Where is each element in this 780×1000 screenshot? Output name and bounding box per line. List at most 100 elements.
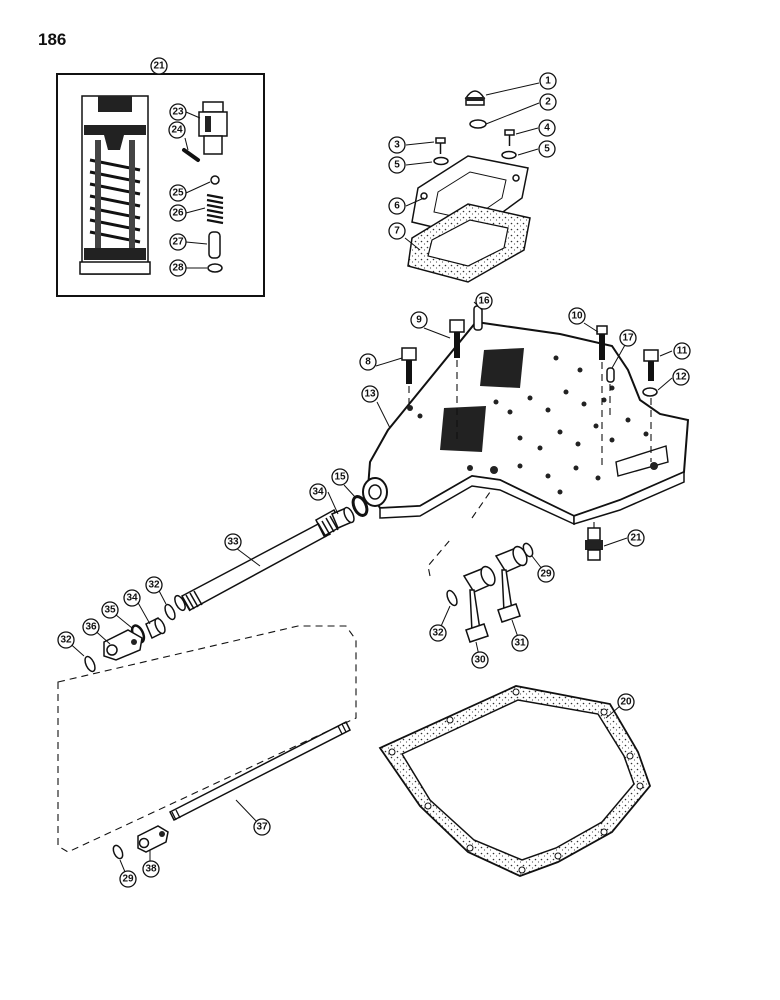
valve-detail-inset	[56, 72, 265, 297]
screw-part-4	[504, 129, 515, 146]
callout-30: 30	[471, 651, 489, 669]
svg-text:15: 15	[334, 472, 346, 483]
callout-3: 3	[388, 136, 406, 154]
svg-text:30: 30	[474, 655, 486, 666]
snapring-part-29-lower	[112, 844, 124, 860]
disc-part-28	[207, 263, 223, 273]
page-number: 186	[38, 30, 67, 49]
callout-8: 8	[359, 353, 377, 371]
callout-1: 1	[539, 72, 557, 90]
svg-text:29: 29	[122, 874, 134, 885]
bolt-part-8	[401, 347, 417, 384]
svg-text:21: 21	[630, 533, 642, 544]
svg-text:16: 16	[478, 296, 490, 307]
callout-5-right: 5	[538, 140, 556, 158]
svg-text:13: 13	[364, 389, 376, 400]
plate-fasteners	[401, 305, 659, 561]
callout-15: 15	[331, 468, 349, 486]
svg-text:34: 34	[312, 487, 324, 498]
callout-36: 36	[82, 618, 100, 636]
callout-32-shaft: 32	[145, 576, 163, 594]
svg-text:7: 7	[394, 226, 400, 237]
link-dash-outline	[427, 491, 491, 577]
callout-13: 13	[361, 385, 379, 403]
cover-plate-part-6	[411, 155, 529, 237]
svg-text:17: 17	[622, 333, 634, 344]
svg-text:32: 32	[60, 635, 72, 646]
plunger-part-27	[208, 231, 221, 259]
callout-34-lower: 34	[123, 589, 141, 607]
ball-part-25	[210, 175, 220, 185]
callout-12: 12	[672, 368, 690, 386]
bushing-part-34-lower	[145, 616, 166, 640]
callout-35: 35	[101, 601, 119, 619]
callout-5-left: 5	[388, 156, 406, 174]
callout-4: 4	[538, 119, 556, 137]
svg-text:10: 10	[571, 311, 583, 322]
callout-10: 10	[568, 307, 586, 325]
svg-text:33: 33	[227, 537, 239, 548]
svg-text:27: 27	[172, 237, 184, 248]
callout-21-inset: 21	[150, 57, 168, 75]
svg-text:5: 5	[394, 160, 400, 171]
callout-21-plate: 21	[627, 529, 645, 547]
pin-part-24	[182, 148, 200, 162]
washer-part-5-right	[501, 150, 517, 160]
link-assembly	[446, 542, 534, 643]
dowel-part-16	[473, 305, 483, 331]
callout-7: 7	[388, 222, 406, 240]
fitting-part-23	[198, 101, 228, 155]
fitting-part-21	[585, 527, 603, 561]
callout-24: 24	[168, 121, 186, 139]
svg-text:32: 32	[432, 628, 444, 639]
svg-text:37: 37	[256, 822, 268, 833]
callout-29-lower: 29	[119, 870, 137, 888]
svg-text:9: 9	[416, 315, 422, 326]
svg-text:28: 28	[172, 263, 184, 274]
svg-text:23: 23	[172, 107, 184, 118]
shaft-assembly	[84, 495, 369, 673]
svg-text:6: 6	[394, 201, 400, 212]
dowel-part-17	[606, 367, 615, 383]
callout-33: 33	[224, 533, 242, 551]
svg-text:2: 2	[545, 97, 551, 108]
svg-text:5: 5	[544, 144, 550, 155]
callout-2: 2	[539, 93, 557, 111]
callout-28: 28	[169, 259, 187, 277]
snapring-part-32-link	[446, 589, 458, 607]
snapring-part-32-left	[84, 655, 96, 673]
callout-25: 25	[169, 184, 187, 202]
bolt-part-9	[449, 319, 465, 358]
svg-text:34: 34	[126, 593, 138, 604]
breather-part-1	[464, 90, 486, 106]
svg-text:32: 32	[148, 580, 160, 591]
callout-26: 26	[169, 204, 187, 222]
screw-part-3	[435, 137, 446, 154]
callout-11: 11	[673, 342, 691, 360]
callout-29-link: 29	[537, 565, 555, 583]
lever-part-36	[103, 629, 143, 661]
svg-text:26: 26	[172, 208, 184, 219]
snapring-part-32-shaft	[164, 603, 176, 621]
svg-text:8: 8	[365, 357, 371, 368]
snapring-part-29-link	[522, 542, 534, 558]
link-part-30	[462, 565, 496, 643]
bolt-part-11	[643, 349, 659, 381]
svg-text:35: 35	[104, 605, 116, 616]
spring-part-26	[206, 193, 224, 225]
svg-text:1: 1	[545, 76, 551, 87]
svg-text:38: 38	[145, 864, 157, 875]
callout-34-upper: 34	[309, 483, 327, 501]
callout-37: 37	[253, 818, 271, 836]
svg-text:25: 25	[172, 188, 184, 199]
valve-body-section	[79, 95, 151, 275]
svg-text:21: 21	[153, 61, 165, 72]
svg-text:36: 36	[85, 622, 97, 633]
shaft-dash-outline	[57, 625, 357, 853]
svg-text:20: 20	[620, 697, 632, 708]
callout-17: 17	[619, 329, 637, 347]
shaft-part-33	[174, 508, 343, 612]
washer-part-5-left	[433, 156, 449, 166]
svg-text:31: 31	[514, 638, 526, 649]
